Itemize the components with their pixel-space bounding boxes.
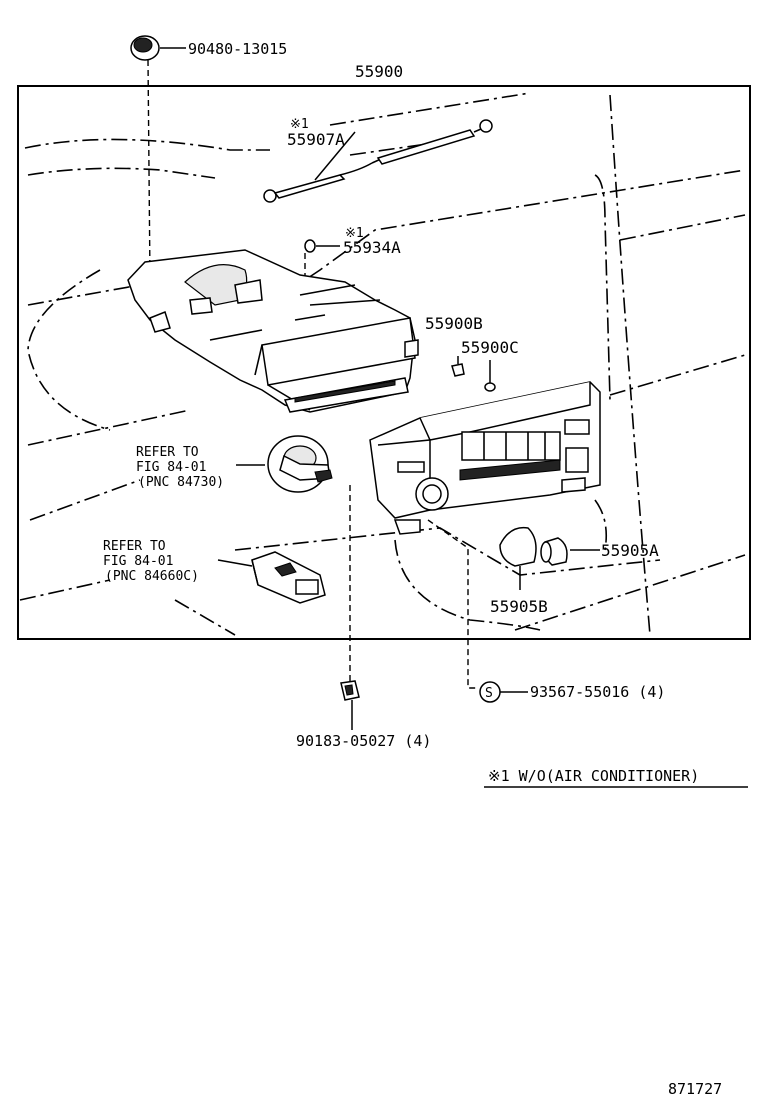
part-label-93567: 93567-55016 (4)	[530, 683, 665, 701]
assembly-frame	[17, 85, 751, 640]
mounting-bracket	[127, 249, 419, 413]
ref2-line3: (PNC 84660C)	[105, 569, 199, 584]
part-label-90480: 90480-13015	[188, 40, 287, 58]
diagram-number: 871727	[668, 1080, 722, 1098]
note-mark-55934a: ※1	[345, 226, 364, 241]
control-cable-part	[263, 119, 493, 203]
ref2-line1: REFER TO	[103, 539, 166, 554]
ref2-line2: FIG 84-01	[103, 554, 173, 569]
part-label-55934a: 55934A	[343, 238, 401, 257]
note-mark-55907a: ※1	[290, 117, 309, 132]
ref1-line1: REFER TO	[136, 445, 199, 460]
control-knob-b	[499, 526, 537, 590]
dashboard-contours	[19, 92, 746, 636]
part-label-55900: 55900	[355, 62, 403, 81]
small-screw-part	[451, 356, 496, 392]
part-label-55900c: 55900C	[461, 338, 519, 357]
nut-clip-part	[340, 485, 360, 730]
part-label-55905a: 55905A	[601, 541, 659, 560]
grommet-part	[130, 35, 186, 281]
blower-switch-part	[236, 435, 333, 493]
part-label-90183: 90183-05027 (4)	[296, 732, 431, 750]
heater-control-panel	[369, 381, 601, 535]
part-label-55907a: 55907A	[287, 130, 345, 149]
part-label-55905b: 55905B	[490, 597, 548, 616]
screw-symbol: S	[485, 686, 493, 701]
screw-assembly-leader	[427, 519, 528, 703]
ref1-line2: FIG 84-01	[136, 460, 206, 475]
connector-switch-part	[217, 551, 326, 604]
footnote-text: ※1 W/O(AIR CONDITIONER)	[488, 767, 699, 785]
ref1-line3: (PNC 84730)	[138, 475, 224, 490]
part-label-55900b: 55900B	[425, 314, 483, 333]
control-knob-a	[540, 537, 600, 566]
